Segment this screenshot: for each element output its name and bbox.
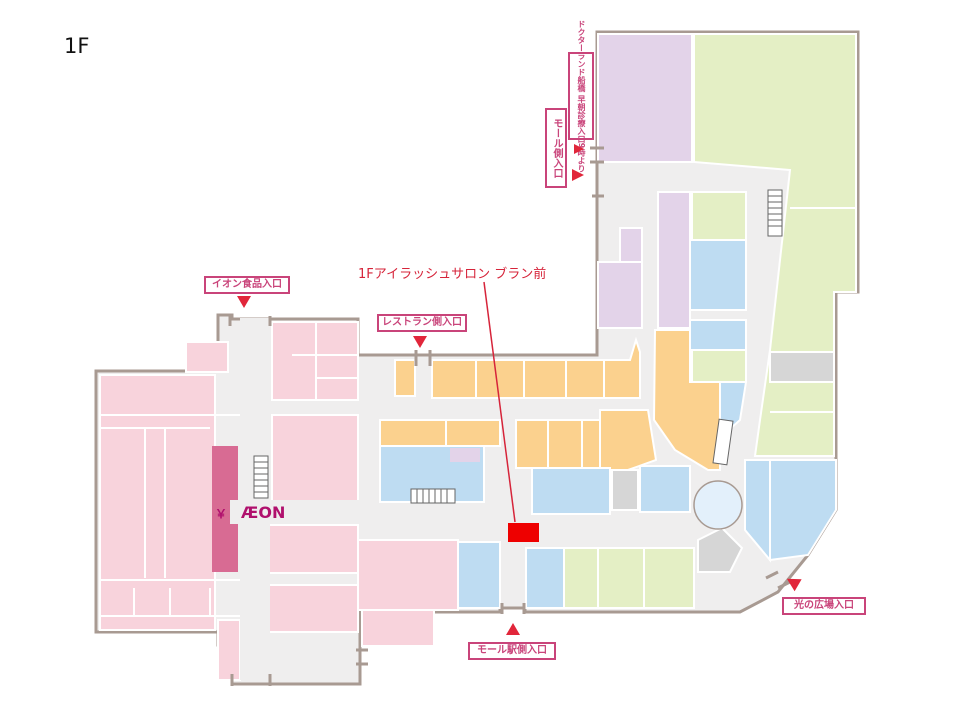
central-plaza-circle <box>693 480 743 530</box>
restaurant-dividers <box>475 360 605 468</box>
entrance-label-mall-station[interactable]: モール駅側入口 <box>468 642 556 660</box>
entrance-arrow-icon <box>572 169 584 181</box>
entrance-label-mall-side[interactable]: モール側入口 <box>545 108 567 188</box>
escalator-steps <box>254 195 782 503</box>
aeon-brand: ÆON <box>241 503 286 522</box>
aeon-logo: ￥ ÆON <box>215 503 285 522</box>
entrance-arrow-icon <box>413 336 427 348</box>
corridor-aeon-left <box>240 318 270 680</box>
green-zone <box>563 33 857 609</box>
yen-icon: ￥ <box>215 507 228 521</box>
aeon-store-aisles <box>100 322 358 617</box>
entrance-label-doctor-land[interactable]: ドクターランド船橋 早朝診療入口9時より <box>568 20 594 172</box>
entrance-arrow-icon <box>237 296 251 308</box>
floor-label: 1F <box>64 34 90 58</box>
entrance-arrow-icon <box>506 623 520 635</box>
small-lavender-shop <box>450 448 480 462</box>
lavender-zone <box>597 33 693 329</box>
entrance-label-aeon-food[interactable]: イオン食品入口 <box>204 276 290 294</box>
callout-leader-line <box>483 281 516 523</box>
entrance-arrow-icon <box>574 144 584 154</box>
entrance-label-hikari-plaza[interactable]: 光の広場入口 <box>782 597 866 615</box>
location-callout: 1Fアイラッシュサロン ブラン前 <box>358 267 547 282</box>
entrance-doors <box>228 146 791 686</box>
service-gray-zone <box>611 351 835 573</box>
entrance-label-restaurant-side[interactable]: レストラン側入口 <box>377 314 467 332</box>
location-pin-icon <box>508 523 539 542</box>
corridor-aeon-mid <box>230 500 380 524</box>
